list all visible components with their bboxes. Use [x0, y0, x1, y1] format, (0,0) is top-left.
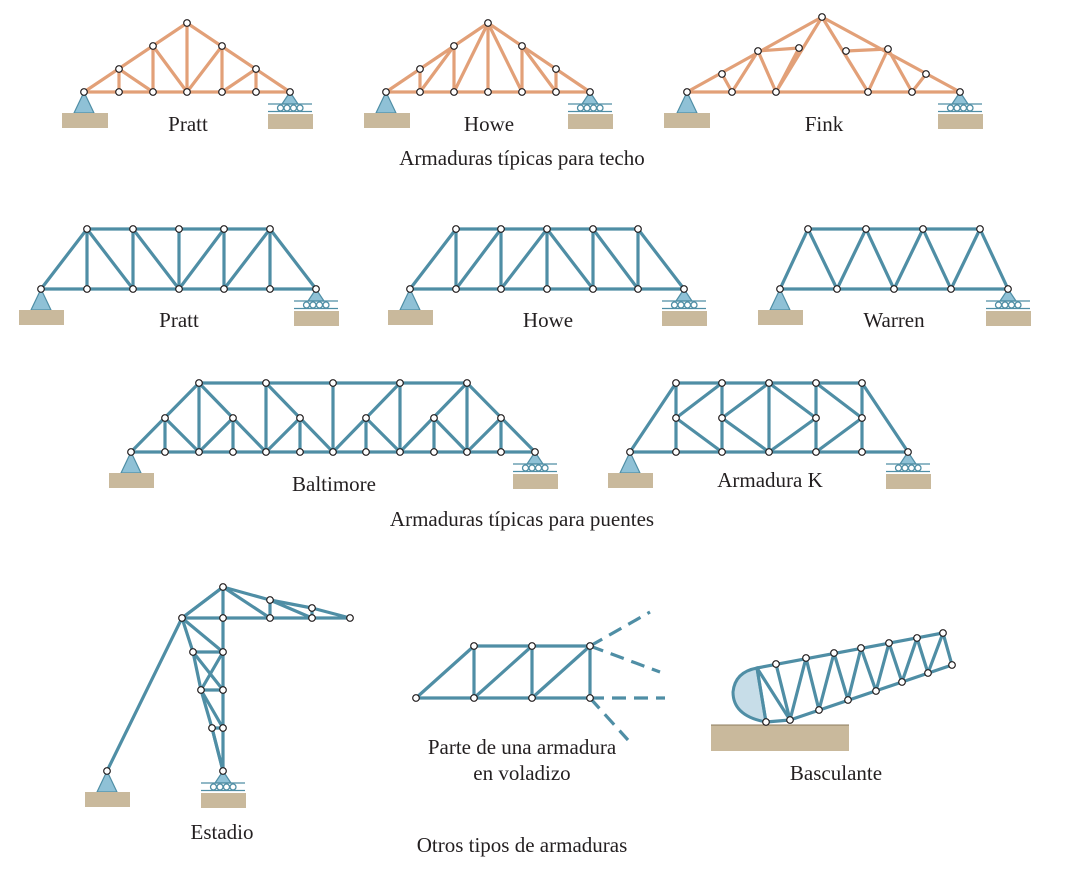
roof-pratt-label: Pratt [168, 112, 208, 136]
bascule-truss [711, 629, 956, 751]
pin-support [109, 448, 154, 488]
cantilever-truss [412, 610, 665, 742]
bridge-howe-label: Howe [523, 308, 573, 332]
roller-support [938, 88, 983, 129]
bridge-pratt-label: Pratt [159, 308, 199, 332]
bridge-howe-truss [388, 225, 707, 326]
roller-support [294, 285, 339, 326]
bridge-warren-label: Warren [863, 308, 925, 332]
cantilever-label-line2: en voladizo [473, 761, 570, 785]
pin-support [758, 285, 803, 325]
bridge-pratt-truss [19, 225, 339, 326]
other-caption: Otros tipos de armaduras [417, 833, 628, 857]
cantilever-label-line1: Parte de una armadura [428, 735, 617, 759]
roller-support [986, 285, 1031, 326]
roller-support [268, 88, 313, 129]
pin-support [19, 285, 64, 325]
roof-caption: Armaduras típicas para techo [399, 146, 644, 170]
pin-support [388, 285, 433, 325]
bridge-baltimore-label: Baltimore [292, 472, 376, 496]
roof-pratt-truss [62, 19, 313, 129]
roller-support [886, 448, 931, 489]
pin-support [62, 88, 108, 128]
roof-howe-label: Howe [464, 112, 514, 136]
stadium-truss [85, 583, 354, 808]
bascule-label: Basculante [790, 761, 882, 785]
bridge-caption: Armaduras típicas para puentes [390, 507, 654, 531]
pin-support [608, 448, 653, 488]
roof-fink-label: Fink [805, 112, 844, 136]
roller-support [201, 767, 246, 808]
pin-support [364, 88, 410, 128]
bridge-k-label: Armadura K [717, 468, 823, 492]
roller-support [568, 88, 613, 129]
bridge-warren-truss [758, 225, 1031, 326]
pin-support [664, 88, 710, 128]
roof-fink-truss [664, 13, 983, 129]
pin-support [85, 767, 130, 807]
stadium-label: Estadio [191, 820, 254, 844]
roller-support [513, 448, 558, 489]
bridge-k-truss [608, 379, 931, 489]
roller-support [662, 285, 707, 326]
roof-howe-truss [364, 19, 613, 129]
bridge-baltimore-truss [109, 379, 558, 489]
